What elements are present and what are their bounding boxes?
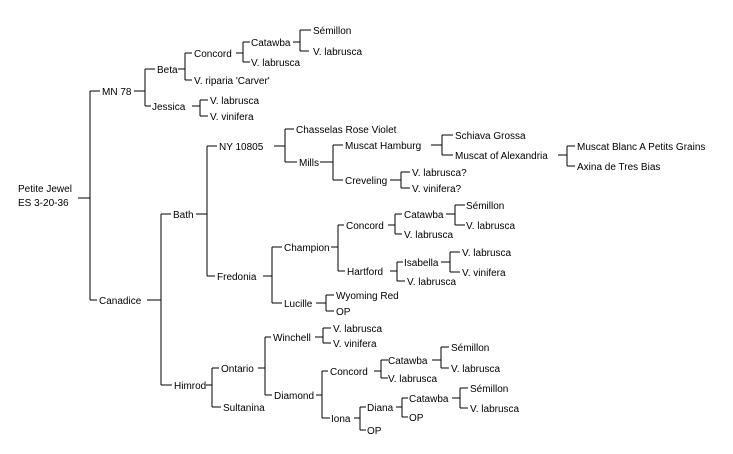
node-jessica: Jessica <box>152 102 186 113</box>
node-v-labrusca: V. labrusca <box>407 277 457 288</box>
node-v-vinifera-unsure: V. vinifera? <box>412 184 462 195</box>
node-ny-10805: NY 10805 <box>219 142 264 153</box>
node-himrod: Himrod <box>174 381 206 392</box>
node-isabella: Isabella <box>404 258 439 269</box>
node-v-vinifera: V. vinifera <box>333 339 377 350</box>
node-v-labrusca-unsure: V. labrusca? <box>412 168 467 179</box>
node-muscat-blanc: Muscat Blanc A Petits Grains <box>577 142 705 153</box>
node-semillon: Sémillon <box>313 26 351 37</box>
node-catawba: Catawba <box>409 394 449 405</box>
node-v-riparia-carver: V. riparia 'Carver' <box>194 76 270 87</box>
node-lucille: Lucille <box>284 299 313 310</box>
node-v-labrusca: V. labrusca <box>451 364 501 375</box>
node-catawba: Catawba <box>388 356 428 367</box>
node-axina-de-tres-bias: Axina de Tres Bias <box>577 162 660 173</box>
node-champion: Champion <box>284 243 330 254</box>
node-beta: Beta <box>157 65 178 76</box>
node-ontario: Ontario <box>221 364 254 375</box>
node-catawba: Catawba <box>251 38 291 49</box>
node-muscat-hamburg: Muscat Hamburg <box>345 141 421 152</box>
node-op: OP <box>336 307 351 318</box>
node-wyoming-red: Wyoming Red <box>336 291 399 302</box>
node-diana: Diana <box>367 403 394 414</box>
node-concord: Concord <box>330 367 368 378</box>
node-creveling: Creveling <box>345 176 387 187</box>
node-v-labrusca: V. labrusca <box>251 58 301 69</box>
node-concord: Concord <box>346 221 384 232</box>
node-mills: Mills <box>299 158 319 169</box>
node-winchell: Winchell <box>273 333 311 344</box>
node-muscat-of-alexandria: Muscat of Alexandria <box>455 151 548 162</box>
node-v-labrusca: V. labrusca <box>210 96 260 107</box>
node-v-vinifera: V. vinifera <box>210 112 254 123</box>
node-catawba: Catawba <box>404 210 444 221</box>
node-v-labrusca: V. labrusca <box>466 221 516 232</box>
node-mn-78: MN 78 <box>102 87 132 98</box>
root-code: ES 3-20-36 <box>18 198 69 209</box>
node-semillon: Sémillon <box>470 384 508 395</box>
node-concord: Concord <box>194 49 232 60</box>
node-chasselas-rose-violet: Chasselas Rose Violet <box>296 125 397 136</box>
node-iona: Iona <box>331 414 351 425</box>
node-v-labrusca: V. labrusca <box>462 248 512 259</box>
node-sultanina: Sultanina <box>223 403 265 414</box>
node-v-vinifera: V. vinifera <box>462 268 506 279</box>
node-op: OP <box>409 413 424 424</box>
node-bath: Bath <box>173 210 194 221</box>
root-name: Petite Jewel <box>18 184 72 195</box>
node-semillon: Sémillon <box>466 201 504 212</box>
node-hartford: Hartford <box>347 267 383 278</box>
node-schiava-grossa: Schiava Grossa <box>455 131 526 142</box>
node-v-labrusca: V. labrusca <box>313 47 363 58</box>
node-canadice: Canadice <box>99 296 142 307</box>
node-v-labrusca: V. labrusca <box>388 374 438 385</box>
node-op: OP <box>367 426 382 437</box>
node-v-labrusca: V. labrusca <box>333 324 383 335</box>
node-v-labrusca: V. labrusca <box>470 404 520 415</box>
node-diamond: Diamond <box>274 391 314 402</box>
node-v-labrusca: V. labrusca <box>404 230 454 241</box>
node-semillon: Sémillon <box>451 343 489 354</box>
node-fredonia: Fredonia <box>217 272 257 283</box>
